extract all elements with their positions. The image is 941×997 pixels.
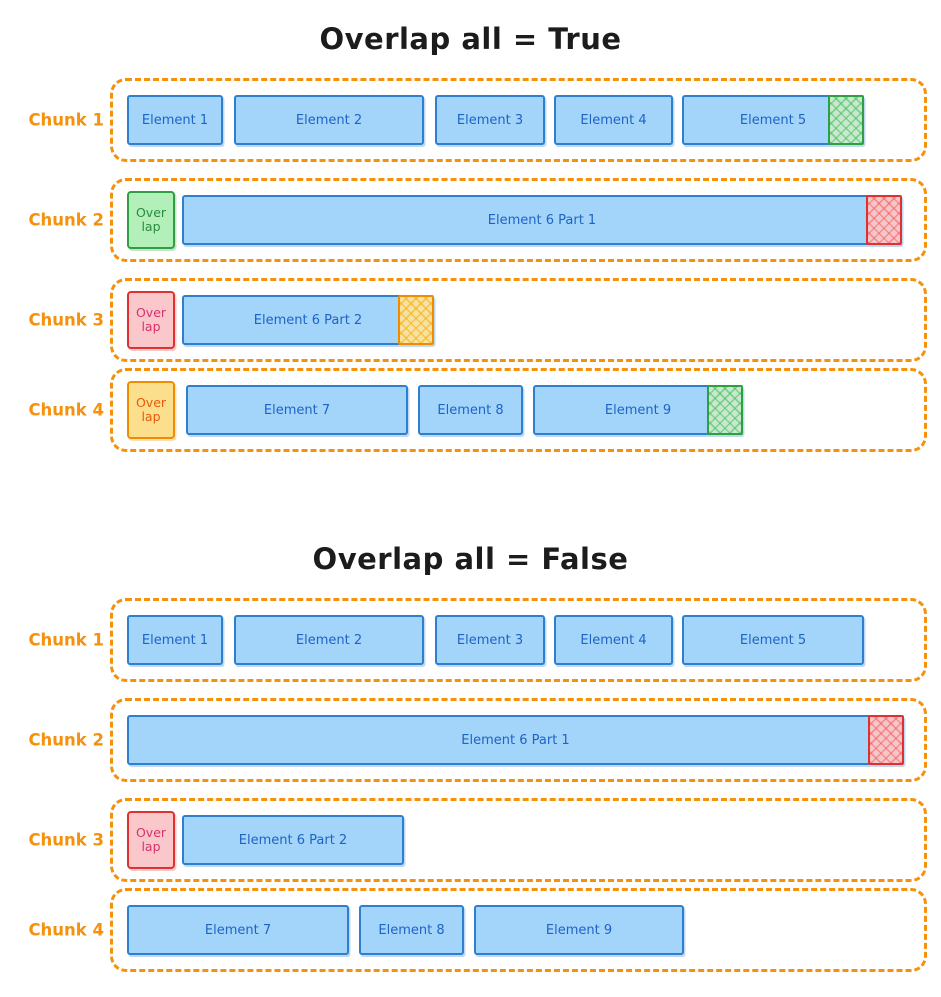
element-label: Element 6 Part 2 <box>253 312 363 328</box>
overlap-badge-line2: lap <box>141 409 161 424</box>
chunk-boundary: Element 1 Element 2 Element 3 Element 4 Elem… <box>110 78 927 162</box>
element-box[interactable]: Element 3 <box>435 615 545 665</box>
overlap-badge-line2: lap <box>141 319 161 334</box>
chunk-content: Element 7 Element 8 Element 9 <box>127 891 918 969</box>
chunk-label-4: Chunk 4 <box>28 400 104 420</box>
overlap-badge-line1: Over <box>135 824 167 840</box>
element-label: Element 2 <box>295 632 363 648</box>
element-box[interactable]: Element 6 Part 1 <box>182 195 902 245</box>
element-label: Element 5 <box>739 112 807 128</box>
overlap-hatch-marker-green <box>707 385 743 435</box>
element-label: Element 6 Part 1 <box>461 732 570 748</box>
element-label: Element 8 <box>378 922 445 938</box>
element-box[interactable]: Element 4 <box>554 95 673 145</box>
overlap-badge-line2: lap <box>141 219 161 234</box>
element-label: Element 9 <box>604 402 672 418</box>
element-label: Element 9 <box>545 922 613 938</box>
overlap-hatch-marker-green <box>828 95 864 145</box>
element-box[interactable]: Element 9 <box>474 905 684 955</box>
element-label: Element 1 <box>141 632 209 648</box>
element-box[interactable]: Element 1 <box>127 615 223 665</box>
overlap-badge-line2: lap <box>141 839 161 854</box>
element-label: Element 4 <box>580 632 647 648</box>
element-box[interactable]: Element 4 <box>554 615 673 665</box>
element-box[interactable]: Element 2 <box>234 615 424 665</box>
element-label: Element 6 Part 2 <box>238 832 348 848</box>
element-label: Element 3 <box>456 632 524 648</box>
element-label: Element 5 <box>739 632 807 648</box>
element-box[interactable]: Element 9 <box>533 385 743 435</box>
overlap-badge-line1: Over <box>135 204 167 220</box>
chunk-label-3: Chunk 3 <box>28 310 104 330</box>
element-box[interactable]: Element 2 <box>234 95 424 145</box>
overlap-hatch-marker-red <box>866 195 902 245</box>
element-box[interactable]: Element 3 <box>435 95 545 145</box>
chunk-boundary: Element 6 Part 1 <box>110 698 927 782</box>
chunk-boundary: Element 1 Element 2 Element 3 Element 4 Elem… <box>110 598 927 682</box>
element-label: Element 2 <box>295 112 363 128</box>
chunk-label-2: Chunk 2 <box>28 730 104 750</box>
chunk-label-4: Chunk 4 <box>28 920 104 940</box>
chunk-content: Element 1 Element 2 Element 3 Element 4 Elem… <box>127 601 918 679</box>
element-label: Element 7 <box>204 922 272 938</box>
chunk-label-3: Chunk 3 <box>28 830 104 850</box>
element-label: Element 7 <box>263 402 331 418</box>
chunk-content: Element 1 Element 2 Element 3 Element 4 Elem… <box>127 81 918 159</box>
element-box[interactable]: Element 6 Part 2 <box>182 815 404 865</box>
element-label: Element 3 <box>456 112 524 128</box>
element-box[interactable]: Element 1 <box>127 95 223 145</box>
chunk-row: Chunk 2 Element 6 Part 1 <box>0 698 941 782</box>
element-box[interactable]: Element 8 <box>359 905 464 955</box>
chunk-row: Chunk 4 Element 7 Element 8 Element 9 <box>0 888 941 972</box>
chunk-content: Element 6 Part 1 <box>127 701 918 779</box>
element-box[interactable]: Element 8 <box>418 385 523 435</box>
overlap-badge-line1: Over <box>135 394 167 410</box>
element-box[interactable]: Element 6 Part 2 <box>182 295 434 345</box>
chunk-label-2: Chunk 2 <box>28 210 104 230</box>
chunk-boundary: Element 7 Element 8 Element 9 <box>110 888 927 972</box>
element-label: Element 6 Part 1 <box>487 212 597 228</box>
element-box[interactable]: Element 7 <box>127 905 349 955</box>
chunk-label-1: Chunk 1 <box>28 110 104 130</box>
overlap-hatch-marker-orange <box>398 295 434 345</box>
element-label: Element 4 <box>580 112 647 128</box>
section-title: Overlap all = False <box>312 542 629 576</box>
overlap-hatch-marker-red <box>868 715 904 765</box>
chunk-label-1: Chunk 1 <box>28 630 104 650</box>
overlap-badge-line1: Over <box>135 304 167 320</box>
section-title: Overlap all = True <box>319 22 622 56</box>
element-box[interactable]: Element 5 <box>682 95 864 145</box>
element-box[interactable]: Element 5 <box>682 615 864 665</box>
element-label: Element 8 <box>437 402 504 418</box>
element-box[interactable]: Element 6 Part 1 <box>127 715 904 765</box>
element-label: Element 1 <box>141 112 209 128</box>
element-box[interactable]: Element 7 <box>186 385 408 435</box>
